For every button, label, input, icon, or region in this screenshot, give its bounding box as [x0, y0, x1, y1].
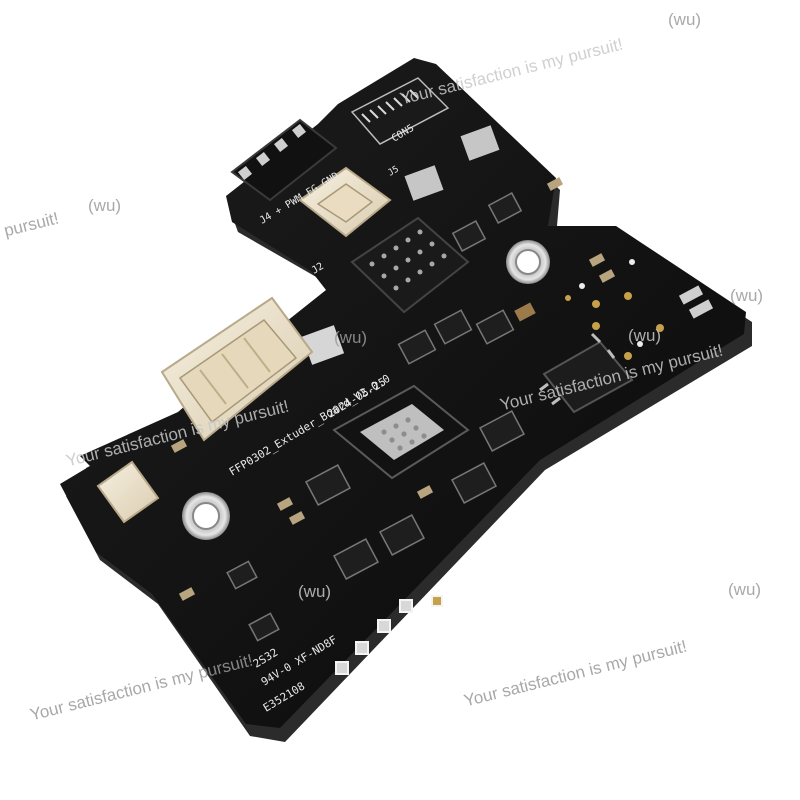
gold-vias: [565, 292, 664, 360]
mosfet-3: [478, 410, 526, 452]
jst-connector-large: [160, 296, 314, 442]
transistor-1: [226, 560, 258, 590]
test-pads: [335, 595, 443, 675]
transistor-4: [475, 309, 515, 345]
main-chip: [332, 384, 470, 480]
metal-pad-1: [404, 165, 444, 201]
transistor-2: [248, 612, 280, 642]
metal-pad-3: [301, 325, 345, 365]
mosfet-5: [378, 514, 426, 556]
transistor-3: [433, 309, 473, 345]
passive-components: [170, 177, 714, 601]
fpc-connector: [350, 77, 450, 145]
white-vias: [579, 259, 643, 347]
mosfet-2: [450, 462, 498, 504]
soic-chip: [539, 332, 634, 414]
mosfet-1: [304, 464, 352, 506]
transistor-6: [487, 192, 523, 224]
silk-j2: J2: [310, 261, 326, 277]
mosfet-4: [332, 538, 380, 580]
jst-connector-small: [96, 460, 160, 524]
board-to-board-connector: [350, 216, 470, 314]
fan-header: [230, 118, 338, 202]
metal-pad-2: [460, 125, 500, 161]
silk-j5: J5: [386, 164, 400, 178]
transistor-5: [397, 329, 437, 365]
transistor-7: [451, 220, 487, 252]
